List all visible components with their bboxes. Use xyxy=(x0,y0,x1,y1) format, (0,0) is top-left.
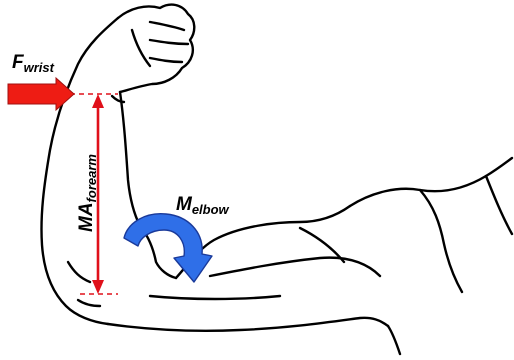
svg-text:MAforearm: MAforearm xyxy=(76,154,99,232)
muscle-detail-2 xyxy=(150,296,280,299)
wrist-force-label-sub: wrist xyxy=(24,60,55,75)
shoulder-inner-line xyxy=(420,190,462,292)
elbow-moment-arrow-shape xyxy=(124,214,212,282)
elbow-point xyxy=(78,300,100,306)
moment-arm-label: MAforearm xyxy=(76,154,99,232)
wrist-force-arrow xyxy=(8,78,74,110)
thumb-line xyxy=(132,30,150,66)
moment-arm-top-arrowhead xyxy=(92,94,104,108)
elbow-moment-label-sub: elbow xyxy=(192,202,230,217)
back-contour xyxy=(486,176,512,234)
elbow-moment-label: Melbow xyxy=(176,194,230,217)
moment-arm-label-sub: forearm xyxy=(84,154,99,203)
forearm-inner-edge xyxy=(120,92,140,226)
wrist-force-label: Fwrist xyxy=(12,52,55,75)
flexed-arm-drawing xyxy=(41,5,512,354)
elbow-detail xyxy=(68,262,90,282)
moment-arm-bottom-arrowhead xyxy=(92,280,104,294)
triceps-line xyxy=(210,258,380,276)
svg-text:Melbow: Melbow xyxy=(176,194,230,217)
wrist-force-arrow-shape xyxy=(8,78,74,110)
wrist-crease xyxy=(112,96,124,102)
elbow-moment-arrow xyxy=(124,214,212,282)
finger-line-2 xyxy=(150,40,188,44)
finger-line-1 xyxy=(150,22,184,30)
finger-line-3 xyxy=(150,58,182,62)
moment-arm-label-main: MA xyxy=(76,202,97,232)
upper-arm-underside xyxy=(108,318,388,331)
elbow-moment-label-main: M xyxy=(176,194,193,215)
svg-text:Fwrist: Fwrist xyxy=(12,52,55,75)
fist-outline xyxy=(118,5,194,92)
torso-lower-contour xyxy=(388,326,400,354)
